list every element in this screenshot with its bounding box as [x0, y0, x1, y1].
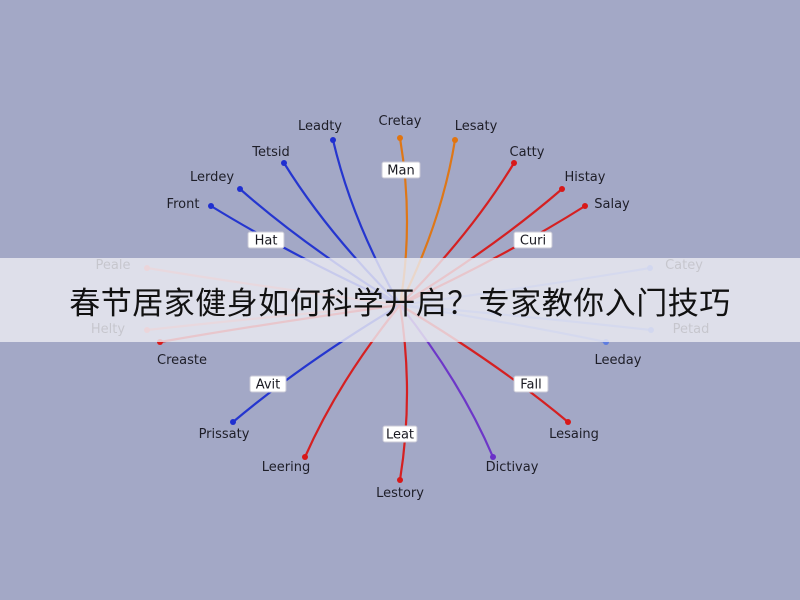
branch-node-label: Avit	[256, 378, 281, 393]
leaf-label-leering: Leering	[262, 460, 310, 475]
edge-endpoint-catty	[511, 160, 517, 166]
branch-node-label: Fall	[520, 378, 541, 393]
leaf-label-histay: Histay	[565, 170, 606, 185]
edge-endpoint-tetsid	[281, 160, 287, 166]
branch-node-box	[247, 231, 285, 249]
edge-endpoint-histay	[559, 186, 565, 192]
leaf-label-tetsid: Tetsid	[251, 145, 289, 160]
leaf-label-lerdey: Lerdey	[190, 170, 234, 185]
edge-endpoint-lesaing	[565, 419, 571, 425]
leaf-label-cretay: Cretay	[379, 114, 422, 129]
branch-node-label: Man	[387, 164, 414, 179]
leaf-label-catty: Catty	[510, 145, 545, 160]
leaf-label-creaste: Creaste	[157, 353, 207, 368]
title-banner: 春节居家健身如何科学开启？专家教你入门技巧	[0, 258, 800, 342]
branch-node-box	[513, 375, 549, 393]
branch-node-box	[382, 425, 418, 443]
leaf-label-salay: Salay	[594, 197, 630, 212]
leaf-label-lesaty: Lesaty	[455, 119, 498, 134]
leaf-label-prissaty: Prissaty	[199, 427, 250, 442]
edge-endpoint-cretay	[397, 135, 403, 141]
edge-endpoint-salay	[582, 203, 588, 209]
branch-node-label: Curi	[520, 234, 546, 249]
branch-node-box	[513, 231, 553, 249]
branch-node-label: Leat	[386, 428, 414, 443]
edge-endpoint-prissaty	[230, 419, 236, 425]
leaf-label-lestory: Lestory	[376, 486, 424, 501]
edge-endpoint-dictivay	[490, 454, 496, 460]
branch-node-box	[381, 161, 421, 179]
branch-node-box	[249, 375, 287, 393]
branch-node-hat: Hat	[247, 231, 285, 249]
edge-endpoint-lestory	[397, 477, 403, 483]
leaf-label-lesaing: Lesaing	[549, 427, 599, 442]
edge-endpoint-leadty	[330, 137, 336, 143]
branch-node-leat: Leat	[382, 425, 418, 443]
leaf-label-front: Front	[167, 197, 200, 212]
branch-node-avit: Avit	[249, 375, 287, 393]
edge-endpoint-front	[208, 203, 214, 209]
leaf-label-leadty: Leadty	[298, 119, 342, 134]
leaf-label-dictivay: Dictivay	[486, 460, 539, 475]
branch-node-label: Hat	[255, 234, 278, 249]
edge-endpoint-lesaty	[452, 137, 458, 143]
branch-node-fall: Fall	[513, 375, 549, 393]
edge-endpoint-lerdey	[237, 186, 243, 192]
leaf-label-leeday: Leeday	[595, 353, 642, 368]
branch-node-man: Man	[381, 161, 421, 179]
branch-node-curi: Curi	[513, 231, 553, 249]
banner-title: 春节居家健身如何科学开启？专家教你入门技巧	[69, 285, 731, 322]
edge-endpoint-leering	[302, 454, 308, 460]
